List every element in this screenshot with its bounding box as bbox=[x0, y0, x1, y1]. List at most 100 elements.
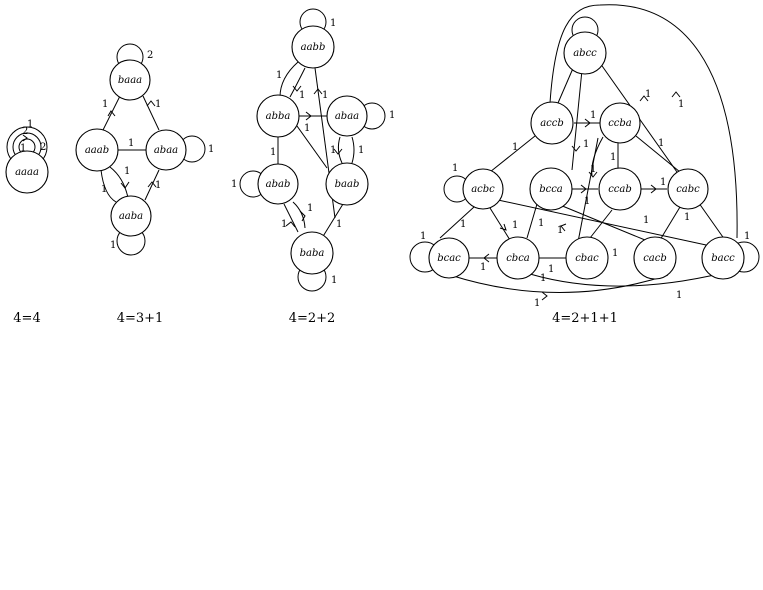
edge bbox=[571, 69, 583, 171]
edge-arrow bbox=[639, 95, 649, 102]
node-abaa: abaa bbox=[326, 95, 368, 137]
edge-weight: 2 bbox=[40, 142, 46, 153]
edge bbox=[589, 209, 613, 239]
edge-arrow bbox=[541, 291, 548, 301]
edge-weight: 1 bbox=[645, 89, 651, 100]
edge bbox=[292, 201, 306, 229]
node-ccab: ccab bbox=[598, 167, 642, 211]
node-cabc: cabc bbox=[667, 168, 709, 210]
edge-weight: 1 bbox=[512, 142, 518, 153]
edge bbox=[529, 269, 736, 287]
svg-text:accb: accb bbox=[540, 118, 564, 129]
edge-weight: 1 bbox=[590, 110, 596, 121]
edge-weight: 1 bbox=[590, 164, 596, 175]
edge bbox=[100, 169, 117, 203]
edge-weight: 1 bbox=[330, 18, 336, 29]
svg-text:abcc: abcc bbox=[573, 48, 597, 59]
edge-weight: 1 bbox=[270, 147, 276, 158]
edge bbox=[144, 169, 160, 201]
node-bacc: bacc bbox=[701, 236, 745, 280]
caption-4-2-2: 4=2+2 bbox=[289, 311, 336, 326]
edge bbox=[659, 206, 681, 241]
edge bbox=[296, 125, 328, 169]
edge-weight: 1 bbox=[124, 166, 130, 177]
edge-weight: 1 bbox=[304, 123, 310, 134]
svg-text:aabb: aabb bbox=[301, 42, 326, 53]
svg-text:cacb: cacb bbox=[643, 253, 667, 264]
svg-text:bcca: bcca bbox=[539, 184, 563, 195]
node-cbac: cbac bbox=[565, 236, 609, 280]
edge-weight: 1 bbox=[538, 218, 544, 229]
edge-weight: 1 bbox=[336, 219, 342, 230]
svg-text:abba: abba bbox=[266, 111, 291, 122]
edge-weight: 1 bbox=[128, 138, 134, 149]
node-abaa: abaa bbox=[145, 129, 187, 171]
edge-arrow bbox=[313, 88, 323, 95]
edge-weight: 1 bbox=[548, 264, 554, 275]
edge bbox=[549, 4, 738, 239]
edge bbox=[109, 166, 129, 199]
svg-text:aaaa: aaaa bbox=[15, 167, 39, 178]
edge-weight: 1 bbox=[155, 99, 161, 110]
svg-text:ccab: ccab bbox=[608, 184, 632, 195]
edge-arrow bbox=[292, 85, 302, 92]
svg-text:abab: abab bbox=[266, 179, 291, 190]
svg-text:aaab: aaab bbox=[85, 145, 109, 156]
edge-weight: 1 bbox=[281, 219, 287, 230]
edge-arrow bbox=[580, 184, 587, 194]
edge-weight: 1 bbox=[557, 225, 563, 236]
svg-text:bcac: bcac bbox=[437, 253, 461, 264]
edge-weight: 1 bbox=[744, 231, 750, 242]
edge-arrow bbox=[671, 91, 681, 98]
edge-weight: 1 bbox=[389, 110, 395, 121]
node-ccba: ccba bbox=[599, 102, 641, 144]
edge-weight: 1 bbox=[331, 275, 337, 286]
edge bbox=[557, 65, 575, 104]
edge bbox=[142, 95, 160, 131]
edge-weight: 1 bbox=[643, 215, 649, 226]
edge-arrow bbox=[333, 148, 343, 155]
diagram-4-2-2: 1 1 1 1 1 1 1 1 1 1 1 1 1 1 aabb bbox=[231, 8, 395, 326]
svg-text:ccba: ccba bbox=[608, 118, 632, 129]
node-aaba: aaba bbox=[110, 195, 152, 237]
edge-weight: 1 bbox=[584, 196, 590, 207]
node-abba: abba bbox=[256, 94, 300, 138]
edge-weight: 2 bbox=[22, 126, 28, 137]
caption-4-4: 4=4 bbox=[13, 311, 40, 326]
edge bbox=[337, 136, 343, 164]
svg-text:baaa: baaa bbox=[118, 75, 142, 86]
edge-weight: 1 bbox=[20, 143, 26, 154]
edge-arrow bbox=[588, 171, 598, 178]
node-bcca: bcca bbox=[529, 167, 573, 211]
svg-text:abaa: abaa bbox=[335, 111, 359, 122]
edge-weight: 2 bbox=[147, 50, 153, 61]
edge-weight: 1 bbox=[534, 298, 540, 309]
edge-arrow bbox=[22, 134, 28, 142]
node-abab: abab bbox=[257, 163, 299, 205]
edge bbox=[279, 61, 299, 98]
svg-text:acbc: acbc bbox=[471, 184, 495, 195]
edge bbox=[635, 135, 681, 173]
edge-arrow bbox=[499, 223, 507, 231]
edge-weight: 1 bbox=[658, 138, 664, 149]
edge-weight: 1 bbox=[102, 99, 108, 110]
edge bbox=[526, 203, 538, 239]
edge-arrow bbox=[571, 145, 581, 152]
edge bbox=[289, 67, 306, 98]
edge-weight: 1 bbox=[460, 219, 466, 230]
edge-weight: 1 bbox=[27, 119, 33, 130]
edge-arrow bbox=[146, 100, 156, 107]
svg-text:baba: baba bbox=[300, 248, 325, 259]
svg-text:baab: baab bbox=[335, 179, 360, 190]
edge-weight: 1 bbox=[231, 179, 237, 190]
svg-text:abaa: abaa bbox=[154, 145, 178, 156]
caption-4-3-1: 4=3+1 bbox=[117, 311, 164, 326]
edge-weight: 1 bbox=[678, 99, 684, 110]
edge-weight: 1 bbox=[155, 180, 161, 191]
edge-weight: 1 bbox=[540, 273, 546, 284]
node-bcac: bcac bbox=[428, 237, 470, 279]
caption-4-2-1-1: 4=2+1+1 bbox=[552, 311, 618, 326]
edge-weight: 1 bbox=[330, 145, 336, 156]
edge-weight: 1 bbox=[208, 144, 214, 155]
edge bbox=[439, 206, 475, 239]
